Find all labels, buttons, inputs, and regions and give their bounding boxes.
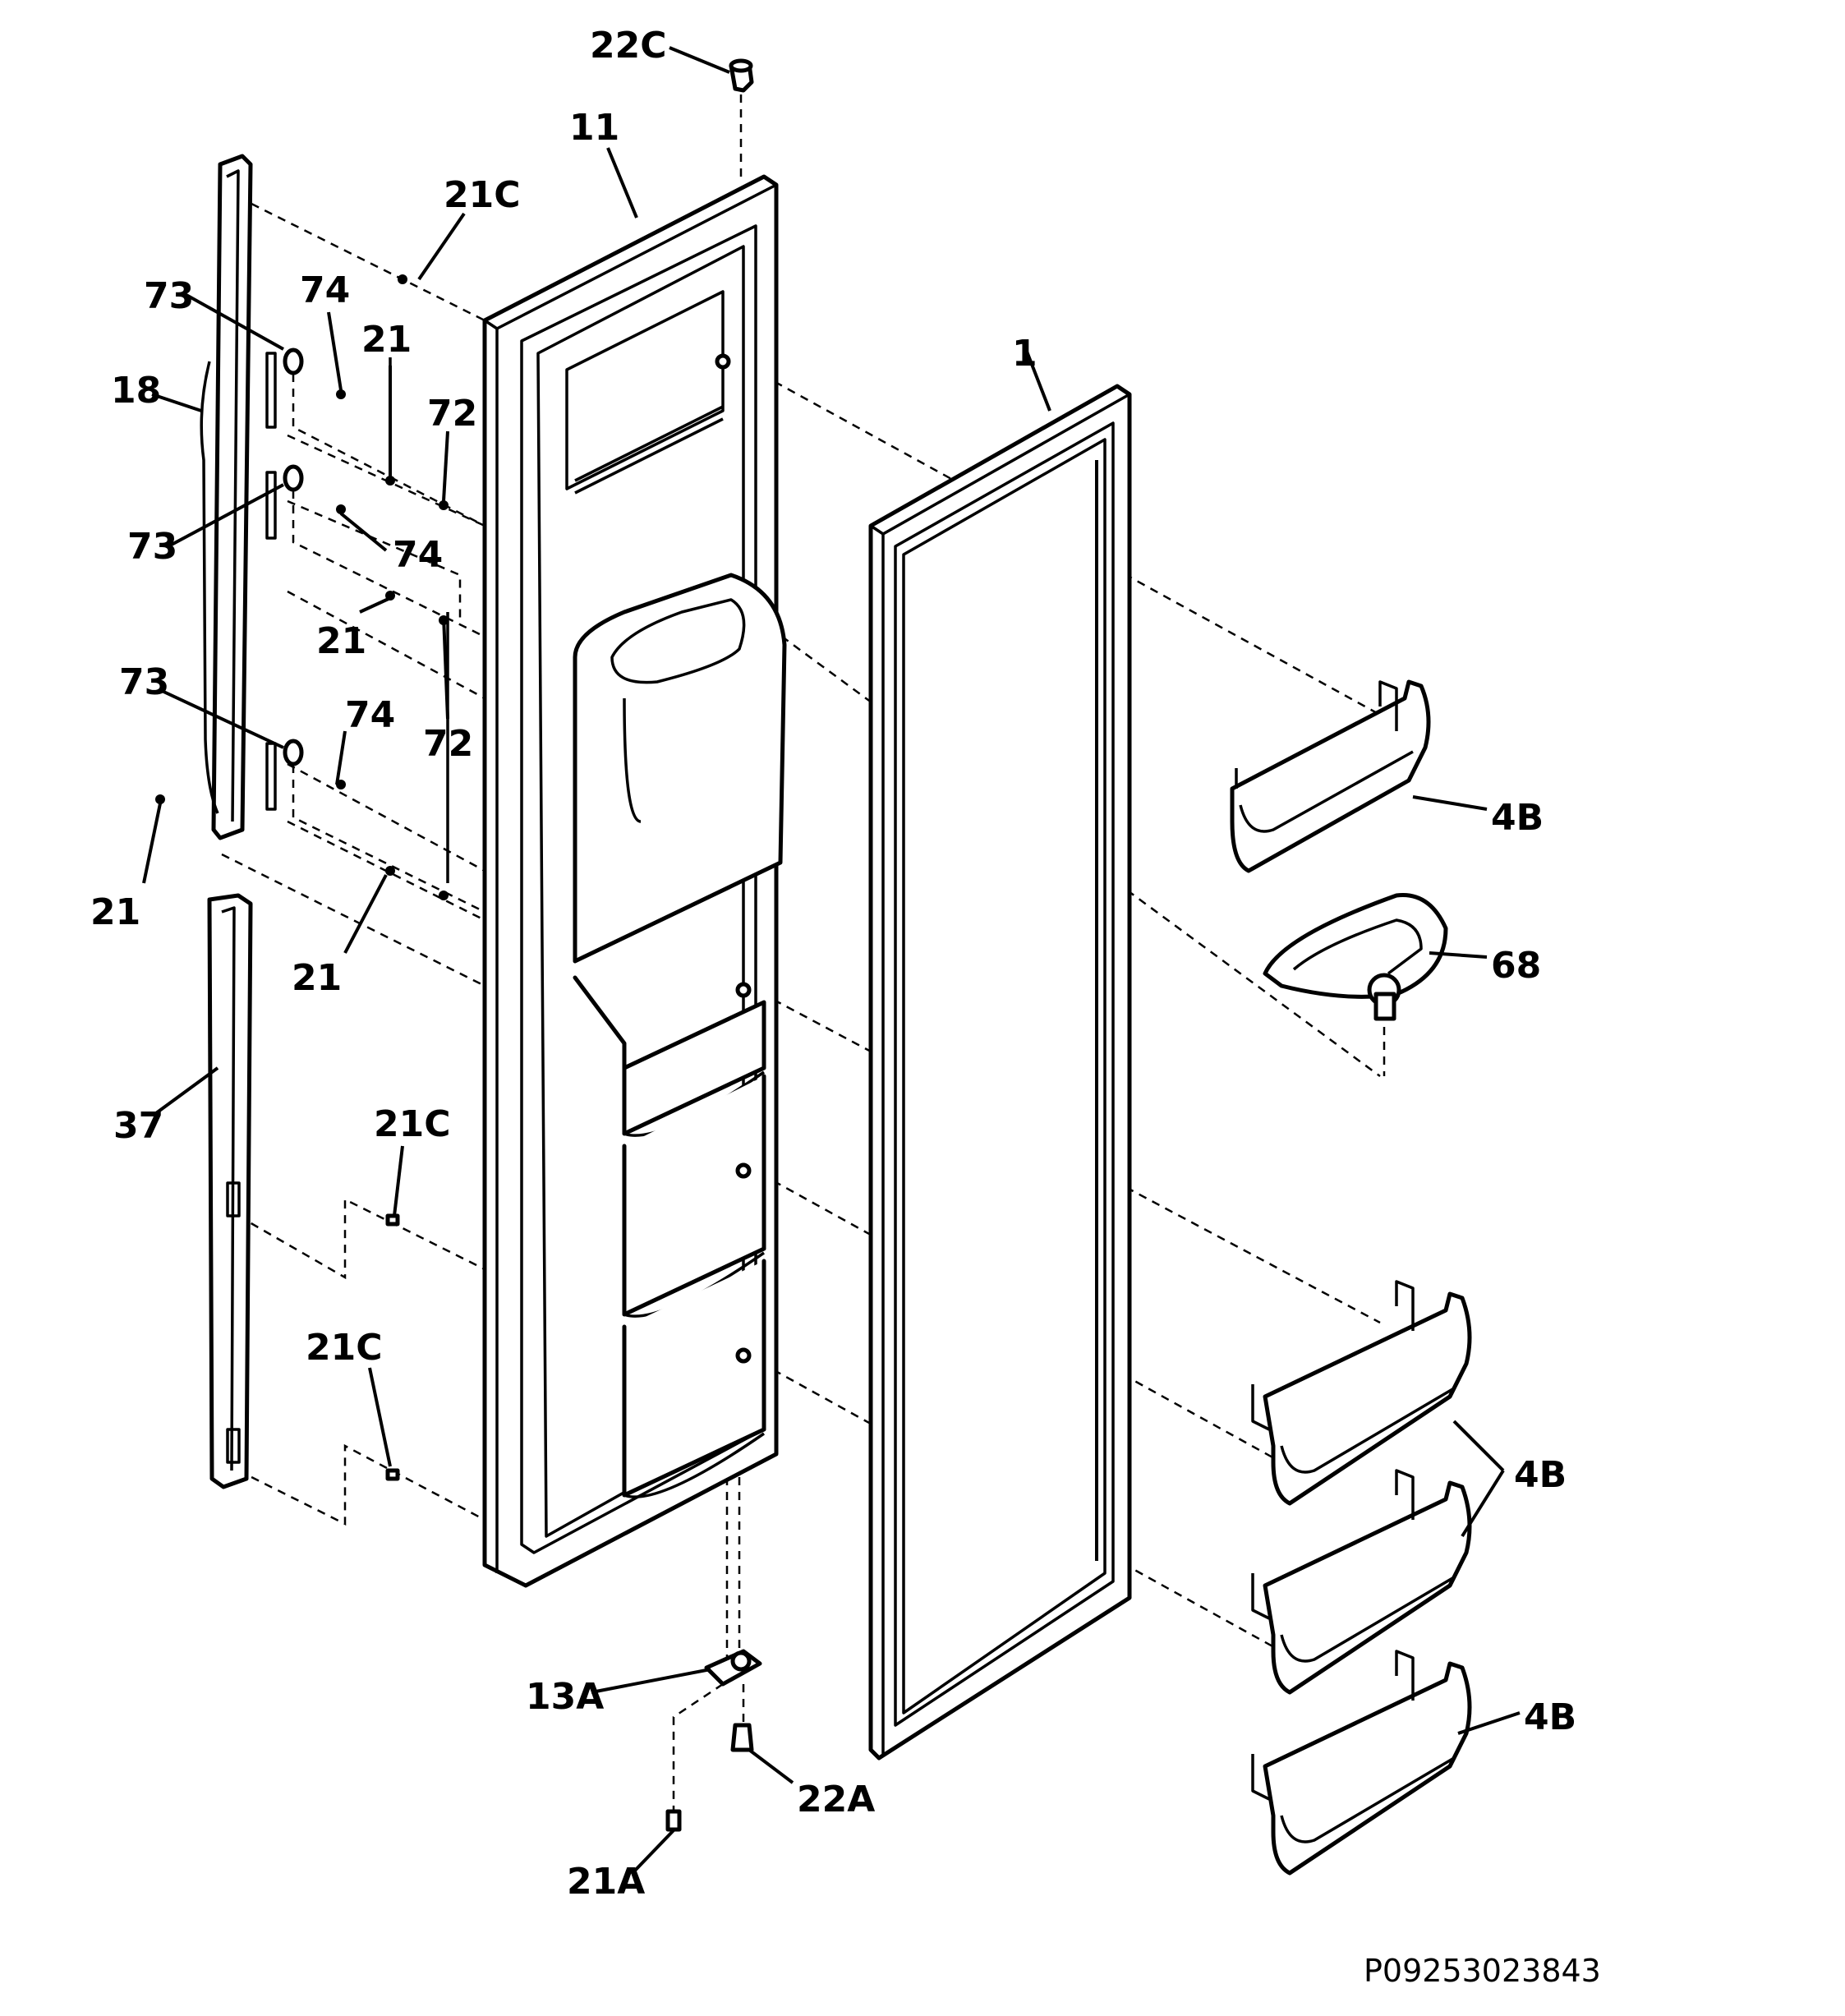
callout-13a: 13A [526,1676,604,1718]
door-bin-4b-top [1230,679,1431,873]
callout-21-c: 21 [90,891,140,933]
door-liner [482,174,787,1588]
callout-73-c: 73 [119,661,169,703]
door-bin-4b-pair-lower [1251,1469,1472,1695]
callout-22a: 22A [797,1779,875,1820]
callout-leaders [142,46,1521,1875]
callout-21c-low: 21C [306,1327,383,1369]
callout-73-a: 73 [144,275,194,317]
callout-4b-pair: 4B [1514,1454,1567,1496]
callout-4b-top: 4B [1491,797,1544,839]
handle-trim-upper [200,154,253,840]
callout-21-d: 21 [292,957,342,999]
door-gasket [868,384,1132,1761]
callout-68: 68 [1491,945,1541,987]
callout-22c-top: 22C [590,25,667,67]
callout-21-b: 21 [316,620,366,662]
callout-72-a: 72 [427,393,477,435]
callout-11: 11 [569,107,619,149]
callout-18: 18 [111,370,161,412]
callout-74-b: 74 [393,534,443,576]
reference-code: P09253023843 [1364,1953,1601,1989]
hinge-pin-22a [730,1723,754,1752]
callout-74-a: 74 [300,269,350,311]
callout-73-b: 73 [127,526,177,568]
handle-trim-lower [207,893,253,1489]
callout-37: 37 [113,1105,163,1147]
callout-labels: 22C 11 21C 73 74 21 72 18 73 74 21 73 74… [90,25,1601,1989]
hinge-screw-21a [665,1809,682,1832]
callout-1: 1 [1012,333,1038,375]
callout-21a: 21A [567,1861,645,1903]
screw-22c [729,58,754,93]
callout-74-c: 74 [345,694,395,736]
dairy-bin-68 [1263,893,1448,1021]
bottom-hinge-13a [704,1649,762,1687]
door-bin-4b-pair-upper [1251,1280,1472,1506]
callout-72-b: 72 [423,723,473,765]
callout-21-a: 21 [361,319,412,361]
trim-fasteners [155,274,485,1481]
callout-21c-mid: 21C [374,1103,451,1145]
callout-4b-bottom: 4B [1524,1696,1576,1738]
callout-21c-upper: 21C [444,174,521,216]
